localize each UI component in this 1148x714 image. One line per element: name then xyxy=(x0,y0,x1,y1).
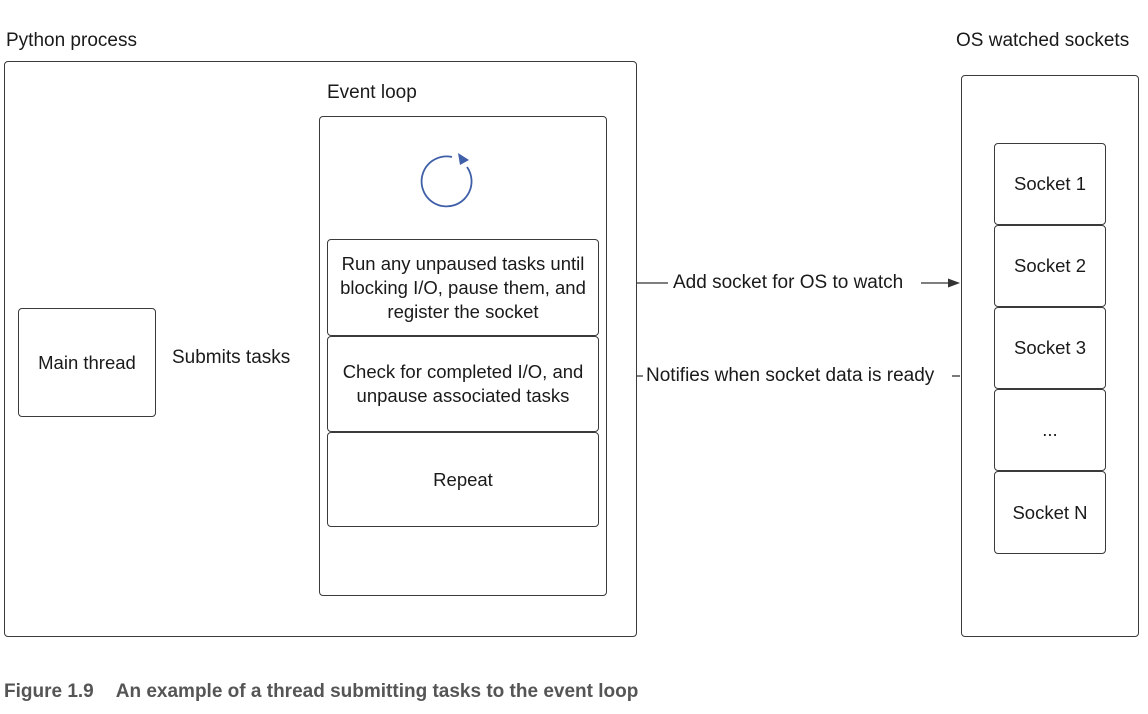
step-repeat: Repeat xyxy=(327,432,599,527)
socket-ellipsis-label: ... xyxy=(1042,419,1058,440)
main-thread-label: Main thread xyxy=(38,351,136,373)
socket-n: Socket N xyxy=(994,471,1106,554)
socket-3-label: Socket 3 xyxy=(1014,337,1086,358)
socket-2: Socket 2 xyxy=(994,225,1106,307)
submits-tasks-label: Submits tasks xyxy=(172,347,291,368)
socket-2-label: Socket 2 xyxy=(1014,255,1086,276)
step-check-io: Check for completed I/O, and unpause ass… xyxy=(327,336,599,432)
socket-n-label: Socket N xyxy=(1012,501,1088,523)
python-process-title: Python process xyxy=(6,30,137,51)
figure-number: Figure 1.9 xyxy=(4,681,94,702)
figure-caption: Figure 1.9 An example of a thread submitt… xyxy=(4,681,638,703)
step-run-tasks-text: Run any unpaused tasks until blocking I/… xyxy=(340,252,586,322)
socket-ellipsis: ... xyxy=(994,389,1106,471)
step-check-io-text: Check for completed I/O, and unpause ass… xyxy=(342,361,584,406)
socket-1: Socket 1 xyxy=(994,143,1106,225)
os-sockets-title: OS watched sockets xyxy=(956,30,1130,51)
main-thread-box: Main thread xyxy=(18,308,156,417)
loop-cycle-icon xyxy=(420,153,473,208)
notifies-label: Notifies when socket data is ready xyxy=(646,365,935,386)
step-run-tasks: Run any unpaused tasks until blocking I/… xyxy=(327,239,599,336)
socket-1-label: Socket 1 xyxy=(1014,173,1086,194)
step-repeat-text: Repeat xyxy=(433,468,493,490)
socket-3: Socket 3 xyxy=(994,307,1106,389)
event-loop-title: Event loop xyxy=(327,82,417,103)
add-socket-label: Add socket for OS to watch xyxy=(673,272,904,293)
figure-caption-text: An example of a thread submitting tasks … xyxy=(115,681,639,702)
add-socket-arrowhead xyxy=(948,278,960,288)
